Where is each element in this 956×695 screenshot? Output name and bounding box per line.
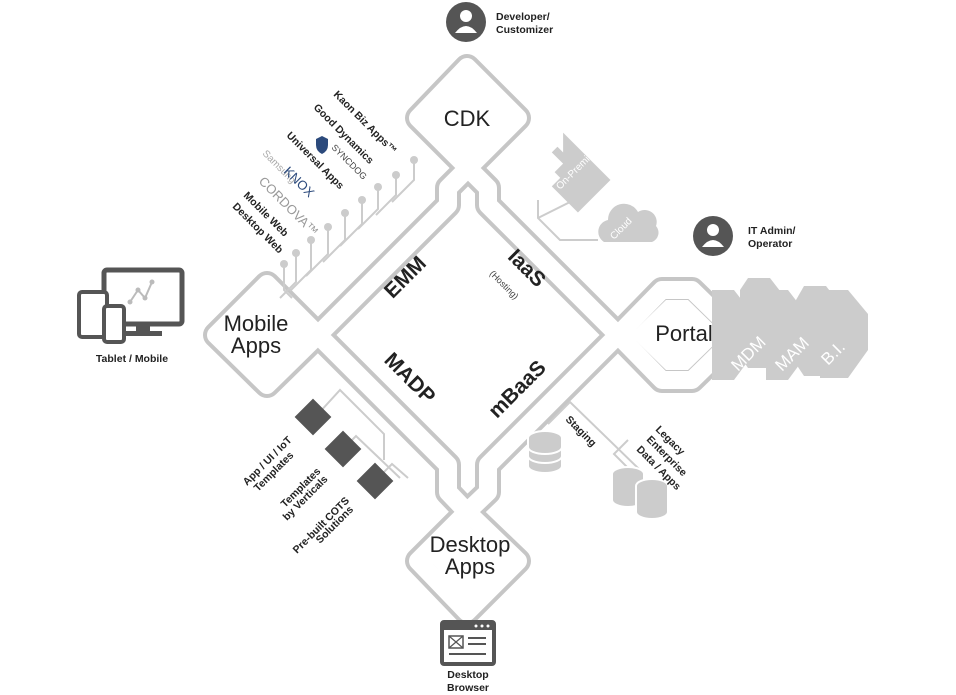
mobile-apps-line1: Mobile [224, 311, 289, 336]
cdk-node-label: CDK [444, 106, 491, 131]
it-admin-actor: IT Admin/ Operator [693, 216, 796, 256]
developer-line1: Developer/ [496, 11, 550, 23]
template-square-1 [294, 398, 332, 436]
emm-connectors [279, 160, 415, 299]
staging-label: Staging [563, 414, 599, 450]
factory-icon [551, 132, 611, 213]
template-square-2 [324, 430, 362, 468]
portal-node-label: Portal [655, 321, 712, 346]
madp-squares [294, 398, 394, 500]
on-premise-icon: On-Premise [551, 132, 611, 213]
mobile-apps-line2: Apps [231, 333, 281, 358]
desktop-browser-icon: Desktop Browser [440, 620, 496, 694]
legacy-db-icon: Legacy Enterprise Data / Apps [611, 424, 689, 520]
emm-items: Kaon Biz Apps™ Good Dynamics SYNCDOG Uni… [230, 89, 399, 256]
it-admin-line2: Operator [748, 238, 792, 250]
developer-line2: Customizer [496, 24, 553, 36]
desktop-apps-line1: Desktop [430, 532, 511, 557]
emm-connector-dots [280, 156, 418, 268]
mobile-apps-node: Mobile Apps [224, 311, 289, 358]
portal-stack: MDM MAM B.I. [712, 278, 868, 380]
developer-actor: Developer/ Customizer [446, 2, 553, 42]
desktop-browser-line2: Browser [447, 682, 489, 694]
mdm-card [712, 290, 768, 380]
shield-icon [316, 136, 328, 154]
desktop-apps-line2: Apps [445, 554, 495, 579]
desktop-apps-node: Desktop Apps [430, 532, 511, 579]
tablet-mobile-label: Tablet / Mobile [96, 353, 168, 365]
desktop-browser-line1: Desktop [447, 669, 488, 681]
devices-icon: Tablet / Mobile [77, 267, 185, 365]
template-square-3 [356, 462, 394, 500]
cloud-icon: Cloud [598, 203, 659, 242]
it-admin-line1: IT Admin/ [748, 225, 796, 237]
phone-icon [102, 304, 126, 344]
